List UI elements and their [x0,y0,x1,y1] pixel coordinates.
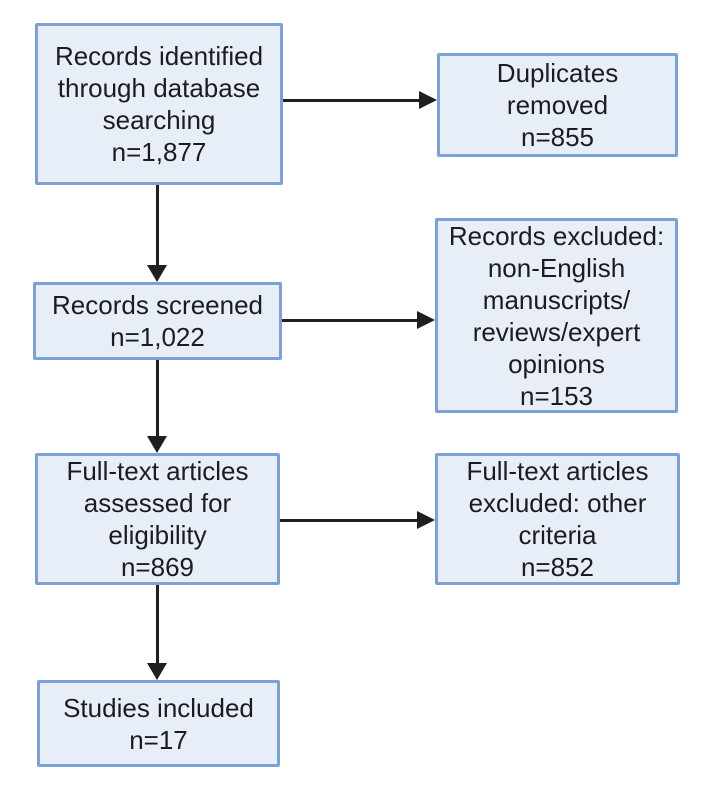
arrow-head-down-icon [147,436,167,453]
arrow-identified-to-screened [146,185,168,282]
arrow-shaft [155,585,159,663]
box-records-identified-text: Records identified through database sear… [54,41,264,167]
arrow-shaft [280,518,417,522]
arrow-shaft [283,98,419,102]
box-duplicates-removed-text: Duplicates removed n=855 [496,58,619,152]
box-fulltext-excluded-text: Full-text articles excluded: other crite… [466,456,649,582]
arrow-fulltext-to-excluded [280,511,435,529]
box-records-screened-text: Records screened n=1,022 [52,290,263,352]
arrow-head-right-icon [417,511,435,529]
arrow-identified-to-duplicates [283,91,437,109]
box-studies-included: Studies included n=17 [37,680,280,767]
box-records-identified: Records identified through database sear… [35,23,283,185]
arrow-shaft [282,318,417,322]
box-records-screened: Records screened n=1,022 [33,282,282,360]
box-fulltext-assessed-text: Full-text articles assessed for eligibil… [66,456,249,582]
arrow-shaft [155,360,159,436]
box-studies-included-text: Studies included n=17 [63,692,254,755]
box-fulltext-assessed: Full-text articles assessed for eligibil… [35,453,280,585]
arrow-fulltext-to-included [146,585,168,680]
box-duplicates-removed: Duplicates removed n=855 [437,53,678,157]
box-records-excluded: Records excluded: non-English manuscript… [435,218,678,413]
arrow-shaft [155,185,159,265]
arrow-screened-to-fulltext [146,360,168,453]
arrow-head-right-icon [417,311,435,329]
arrow-head-down-icon [147,265,167,282]
arrow-head-down-icon [147,663,167,680]
arrow-screened-to-excluded [282,311,435,329]
box-records-excluded-text: Records excluded: non-English manuscript… [448,220,665,411]
arrow-head-right-icon [419,91,437,109]
box-fulltext-excluded: Full-text articles excluded: other crite… [435,453,680,585]
